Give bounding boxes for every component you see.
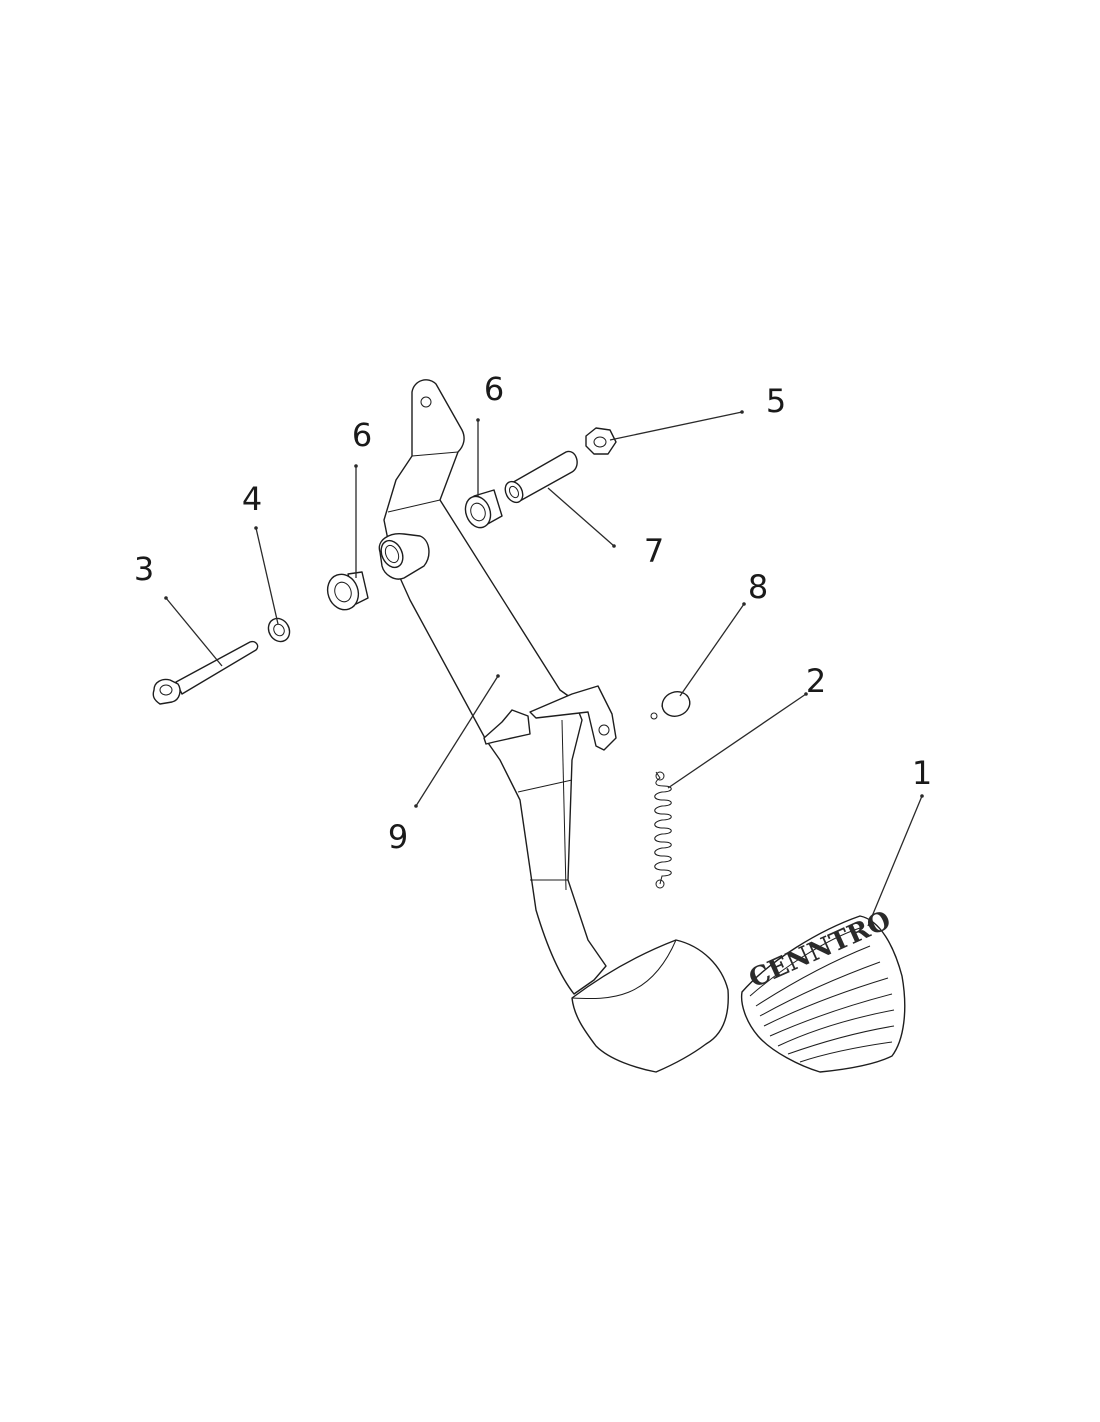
callout-9: 9 <box>388 818 408 856</box>
callout-6a: 6 <box>352 416 372 454</box>
callout-1: 1 <box>912 754 932 792</box>
washer-part <box>267 617 291 643</box>
leader-4 <box>255 527 279 625</box>
bushing-left-part <box>326 571 369 611</box>
callout-5: 5 <box>766 382 786 420</box>
sleeve-tube-part <box>504 450 578 504</box>
callout-8: 8 <box>748 568 768 606</box>
bushing-right-part <box>464 489 503 529</box>
pivot-bolt-part <box>152 640 259 705</box>
leader-3 <box>165 597 223 667</box>
callout-6b: 6 <box>484 370 504 408</box>
nut-part <box>585 427 617 455</box>
leader-7 <box>547 487 615 547</box>
callout-labels: 1 2 3 4 5 6 6 7 8 9 <box>134 370 932 856</box>
return-spring-part <box>654 771 672 889</box>
callout-4: 4 <box>242 480 262 518</box>
leader-8 <box>679 603 745 697</box>
callout-3: 3 <box>134 550 154 588</box>
leader-5 <box>609 411 743 441</box>
leader-1 <box>867 795 923 927</box>
leader-9 <box>415 675 499 807</box>
callout-2: 2 <box>806 662 826 700</box>
pedal-arm-part <box>378 379 729 1073</box>
pedal-pad-part: CENNTRO <box>740 905 906 1073</box>
stop-bumper-part <box>650 691 691 720</box>
leader-lines <box>164 410 924 927</box>
callout-7: 7 <box>644 532 664 570</box>
leader-2 <box>667 693 807 789</box>
